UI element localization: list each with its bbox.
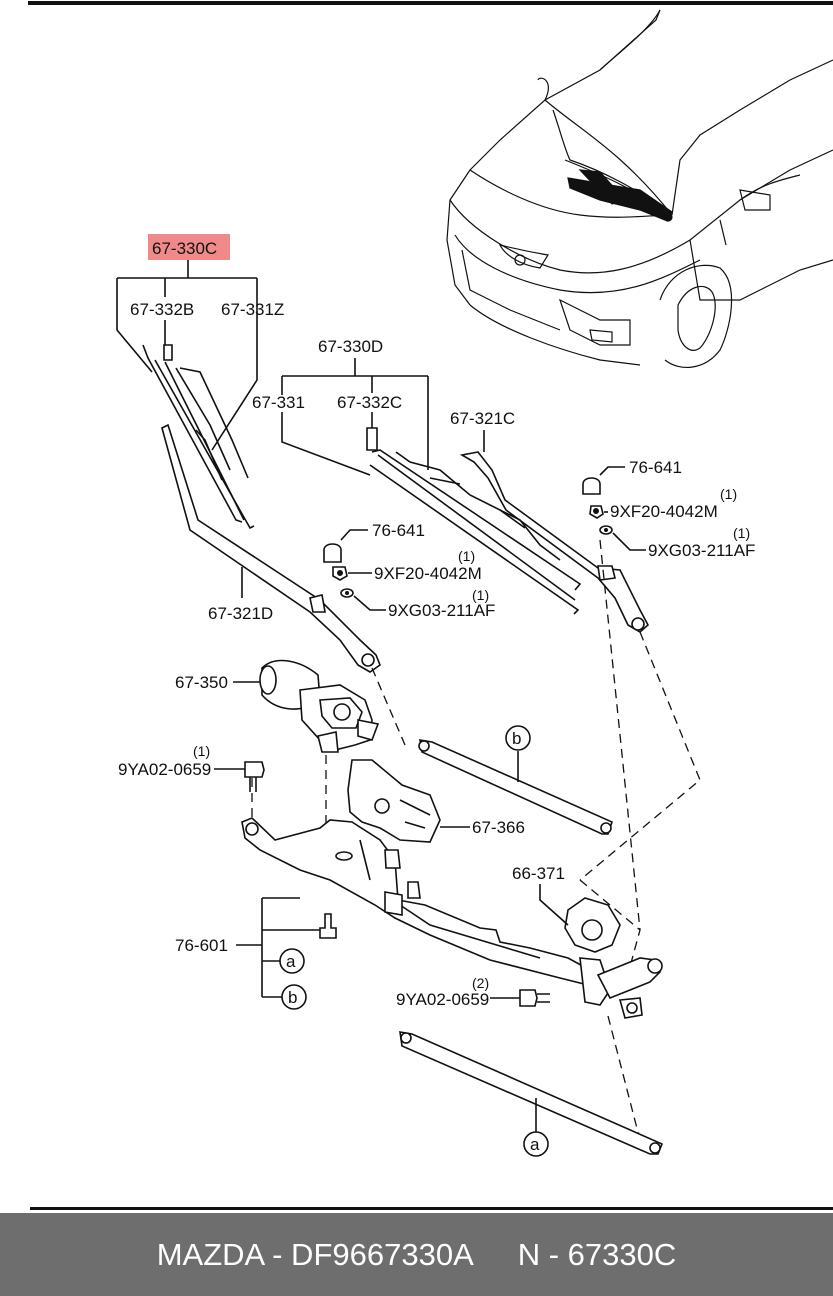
bolt-9YA02-0659-b	[519, 989, 550, 1007]
part-number-9XG03-211AF-a: 9XG03-211AF	[648, 541, 755, 560]
label-67-330C: 67-330C	[148, 234, 230, 260]
part-number-67-330D: 67-330D	[318, 337, 383, 356]
qty-9XG03-211AF-b: (1)	[472, 587, 489, 603]
svg-text:b: b	[512, 729, 521, 748]
passenger-wiper-blade	[366, 427, 582, 615]
link-rod-b	[418, 739, 613, 835]
driver-cap-nut-washer: 76-641 9XF20-4042M (1) 9XG03-211AF (1)	[323, 521, 495, 620]
pivot-assembly	[564, 897, 663, 1019]
car-illustration	[446, 9, 833, 368]
part-number-76-601: 76-601	[175, 936, 228, 955]
mounting-bracket	[347, 759, 441, 843]
ref-circle-a-bottom: a	[523, 1131, 549, 1157]
part-number-76-641-a: 76-641	[629, 458, 682, 477]
qty-9XF20-4042M-b: (1)	[458, 548, 475, 564]
qty-9YA02-0659-b: (2)	[472, 975, 489, 991]
part-number-67-332B: 67-332B	[130, 300, 194, 319]
svg-text:b: b	[288, 988, 297, 1007]
part-number-67-330C: 67-330C	[152, 239, 217, 258]
link-rod-a	[399, 1031, 664, 1155]
wiper-motor	[259, 659, 380, 753]
wiper-parts-diagram: 67-330C 67-332B 67-331Z 67-321D 67-330D …	[28, 1, 833, 1210]
part-number-67-331: 67-331	[252, 393, 305, 412]
svg-text:a: a	[530, 1135, 540, 1154]
part-number-67-366: 67-366	[472, 818, 525, 837]
part-number-9YA02-0659-a: 9YA02-0659	[118, 760, 211, 779]
part-number-76-641-b: 76-641	[372, 521, 425, 540]
svg-text:a: a	[286, 952, 296, 971]
driver-wiper-arm	[161, 423, 381, 673]
driver-wiper-blade	[142, 344, 255, 530]
part-number-67-321D: 67-321D	[208, 604, 273, 623]
ref-circle-a-mid: a	[279, 948, 305, 974]
qty-9XF20-4042M-a: (1)	[720, 486, 737, 502]
part-number-66-371: 66-371	[512, 864, 565, 883]
footer-banner: MAZDA - DF9667330A N - 67330C	[0, 1213, 833, 1296]
footer-brand-part: MAZDA - DF9667330A	[156, 1236, 474, 1272]
part-number-9XF20-4042M-b: 9XF20-4042M	[374, 564, 482, 583]
passenger-cap-nut-washer: 76-641 9XF20-4042M (1) 9XG03-211AF (1)	[582, 458, 755, 560]
qty-9YA02-0659-a: (1)	[193, 743, 210, 759]
part-number-67-321C: 67-321C	[450, 409, 515, 428]
qty-9XG03-211AF-a: (1)	[733, 525, 750, 541]
linkage-bolt	[319, 913, 337, 939]
part-number-9YA02-0659-b: 9YA02-0659	[396, 990, 489, 1009]
linkage-frame	[241, 817, 591, 986]
highlight-box	[148, 234, 230, 260]
passenger-wiper-arm	[459, 451, 650, 633]
part-number-67-331Z: 67-331Z	[221, 300, 284, 319]
footer-code: N - 67330C	[517, 1236, 677, 1272]
part-number-9XG03-211AF-b: 9XG03-211AF	[388, 601, 495, 620]
ref-circle-b-mid: b	[281, 984, 307, 1010]
part-number-9XF20-4042M-a: 9XF20-4042M	[610, 502, 718, 521]
ref-circle-b-top: b	[505, 725, 531, 751]
part-number-67-350: 67-350	[175, 673, 228, 692]
bolt-9YA02-0659-a	[244, 761, 265, 792]
part-number-67-332C: 67-332C	[337, 393, 402, 412]
